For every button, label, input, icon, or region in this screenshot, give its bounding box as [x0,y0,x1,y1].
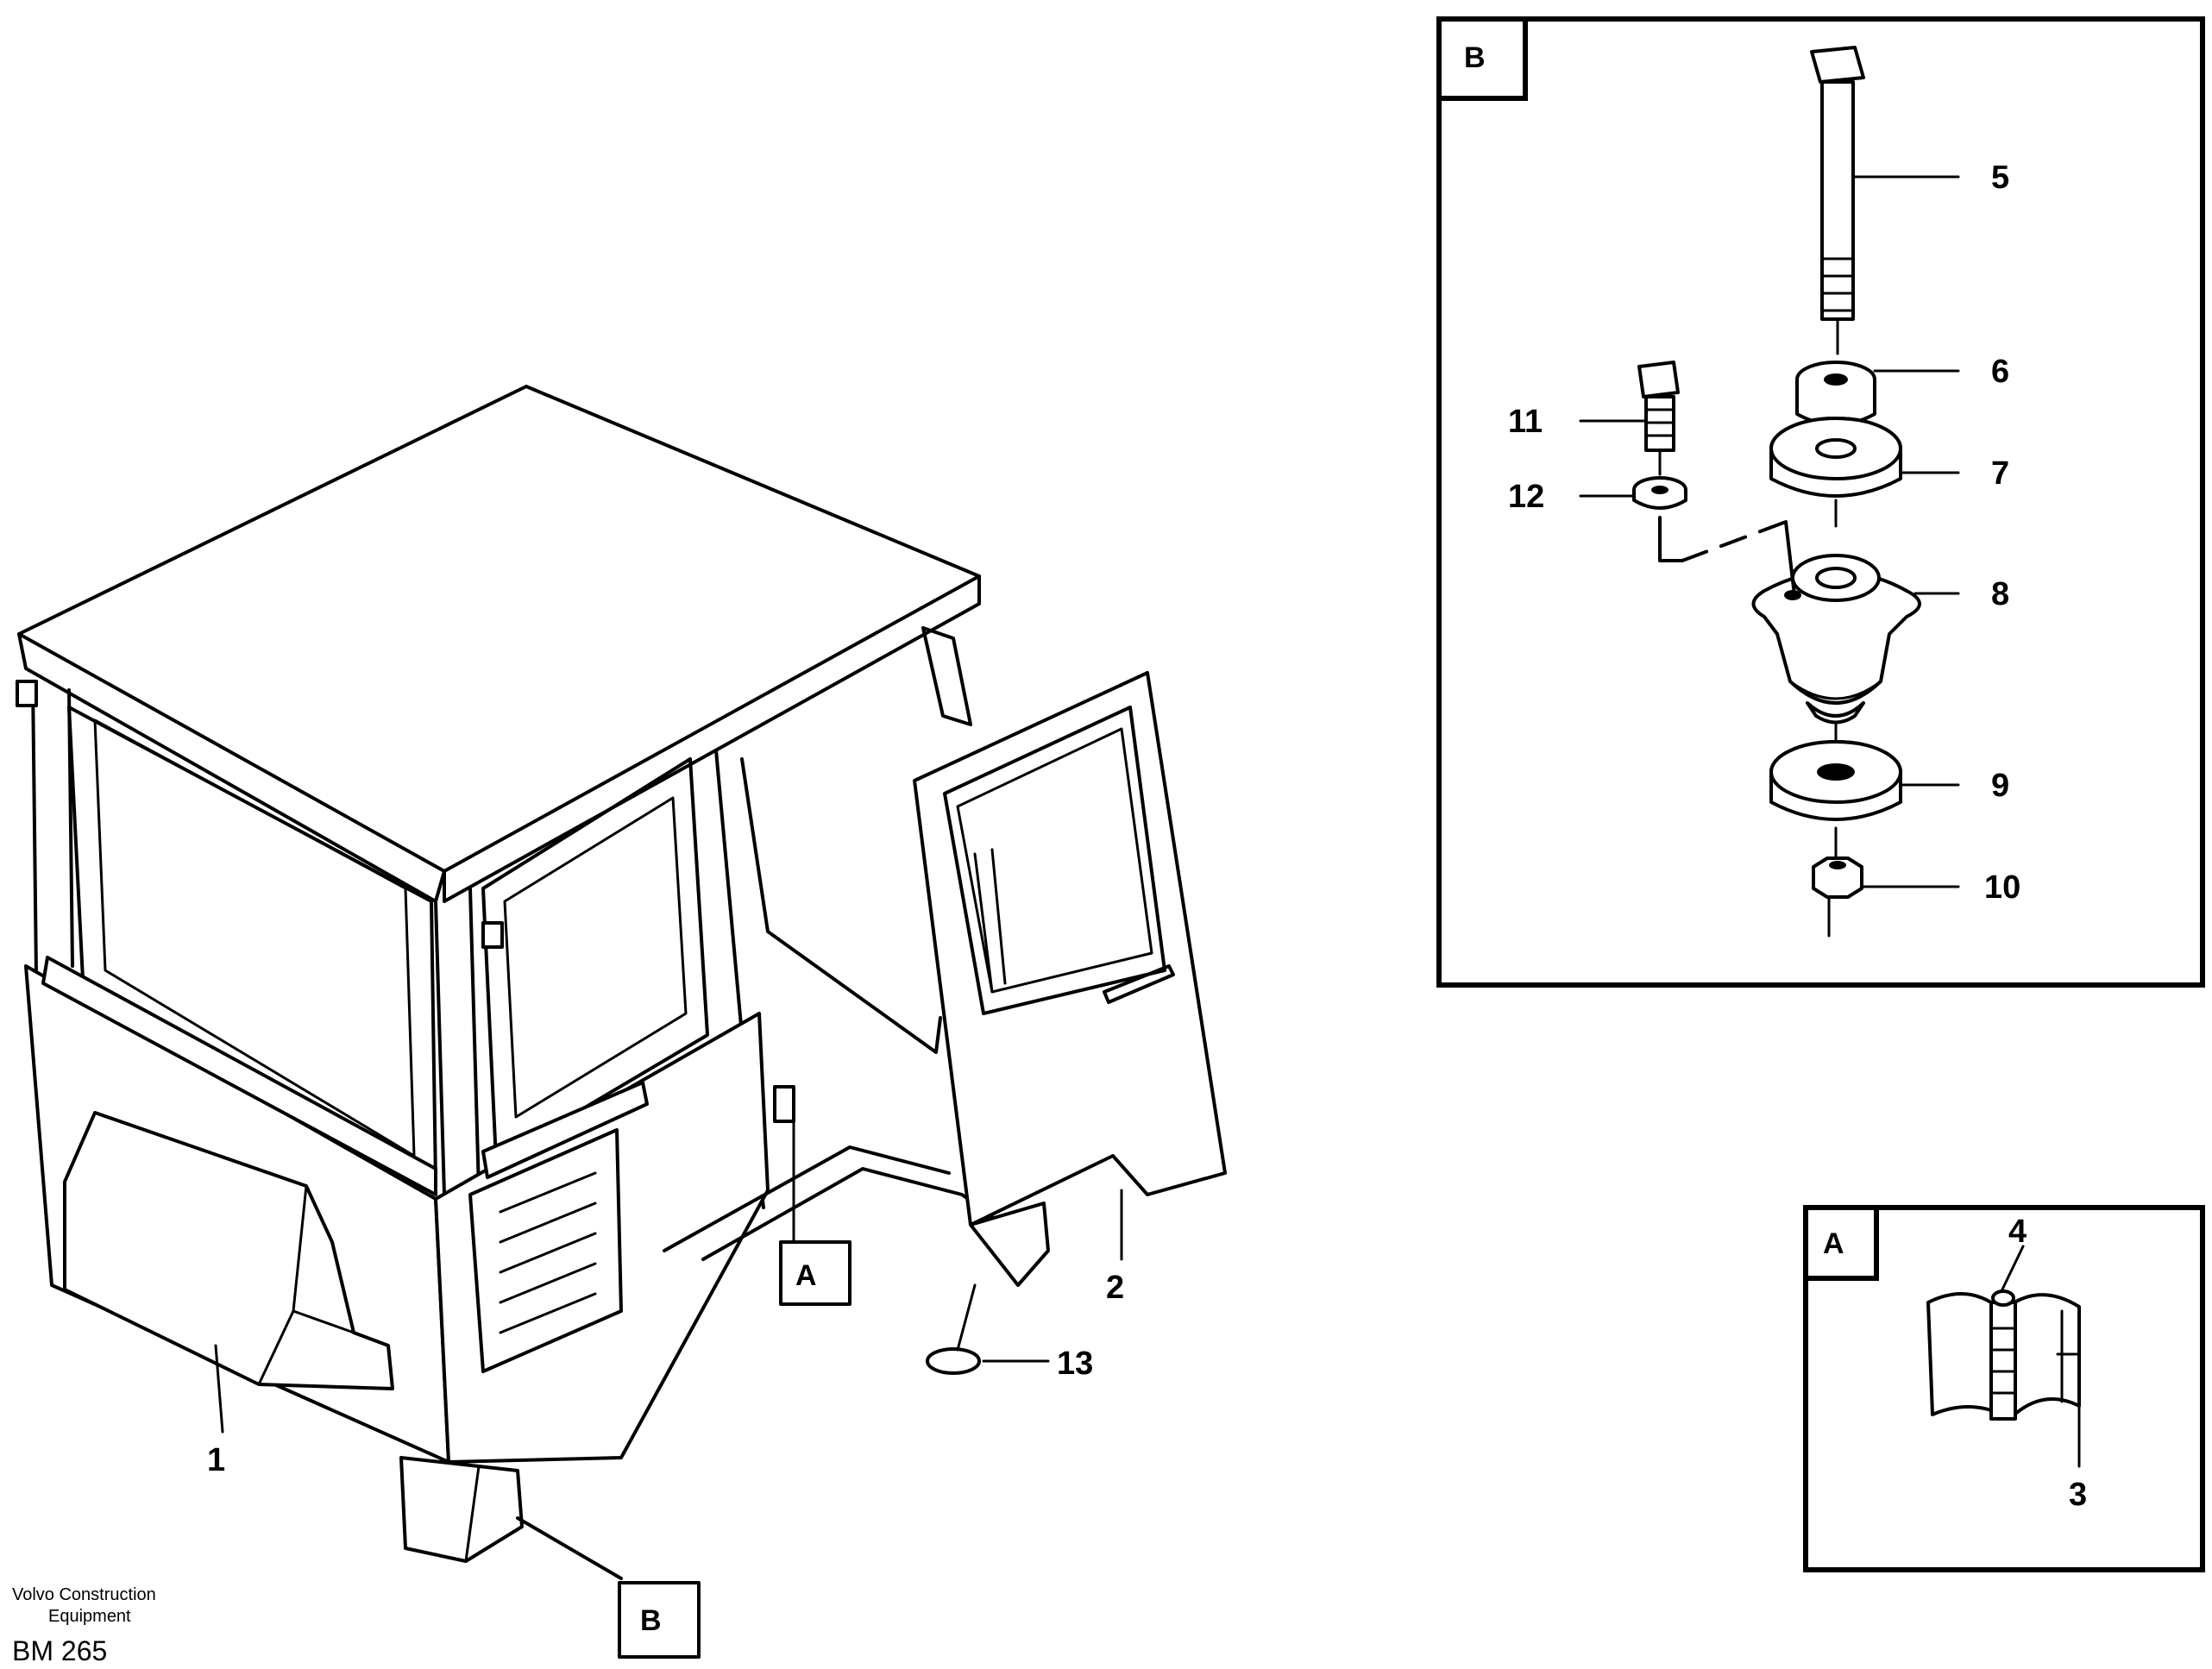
callout-6: 6 [1991,354,2009,390]
callout-3: 3 [2069,1477,2087,1513]
washer-part-9 [1769,740,1902,821]
callout-13: 13 [1057,1346,1093,1382]
detail-a-label: A [1823,1227,1844,1260]
handle-knob [16,680,38,707]
callout-12: 12 [1508,479,1544,515]
bolt-part-5 [1810,46,1865,355]
cab-assembly [16,385,994,1563]
footer-code: BM 265 [12,1635,107,1666]
handle-knob [481,921,504,949]
view-marker-b-label: B [640,1604,662,1637]
footer-brand-line1: Volvo Construction [12,1585,156,1604]
cab-door [913,671,1227,1287]
callout-8: 8 [1991,576,2009,612]
spacer-part-6 [1795,361,1876,427]
detail-b-label: B [1464,41,1486,74]
nut-part-10 [1812,856,1863,899]
view-marker-a: A [779,1240,851,1306]
detail-a-panel: A [1803,1205,2205,1572]
hinge-mount [773,1085,795,1123]
main-leaders [214,1120,1123,1580]
washer-part-12 [1632,476,1687,510]
bolt-part-11 [1637,361,1680,476]
callout-11: 11 [1508,404,1543,440]
callout-5: 5 [1991,160,2009,196]
hinge-part-3 [1926,1289,2081,1421]
view-marker-a-label: A [795,1259,817,1292]
callout-7: 7 [1991,455,2009,492]
hinge-pin-part-4 [1991,1289,2015,1307]
callout-1: 1 [207,1442,225,1478]
washer-part-7 [1769,417,1902,498]
footer-brand-line2: Equipment [48,1607,131,1626]
washer-part-13 [926,1347,981,1375]
callout-10: 10 [1984,869,2020,906]
view-marker-b: B [618,1581,701,1659]
callout-2: 2 [1106,1270,1124,1306]
detail-b-panel: B [1436,16,2205,988]
grille-slats [499,1171,597,1334]
callout-9: 9 [1991,768,2009,804]
rubber-mount-part-8 [1751,554,1921,725]
callout-4: 4 [2008,1214,2027,1250]
